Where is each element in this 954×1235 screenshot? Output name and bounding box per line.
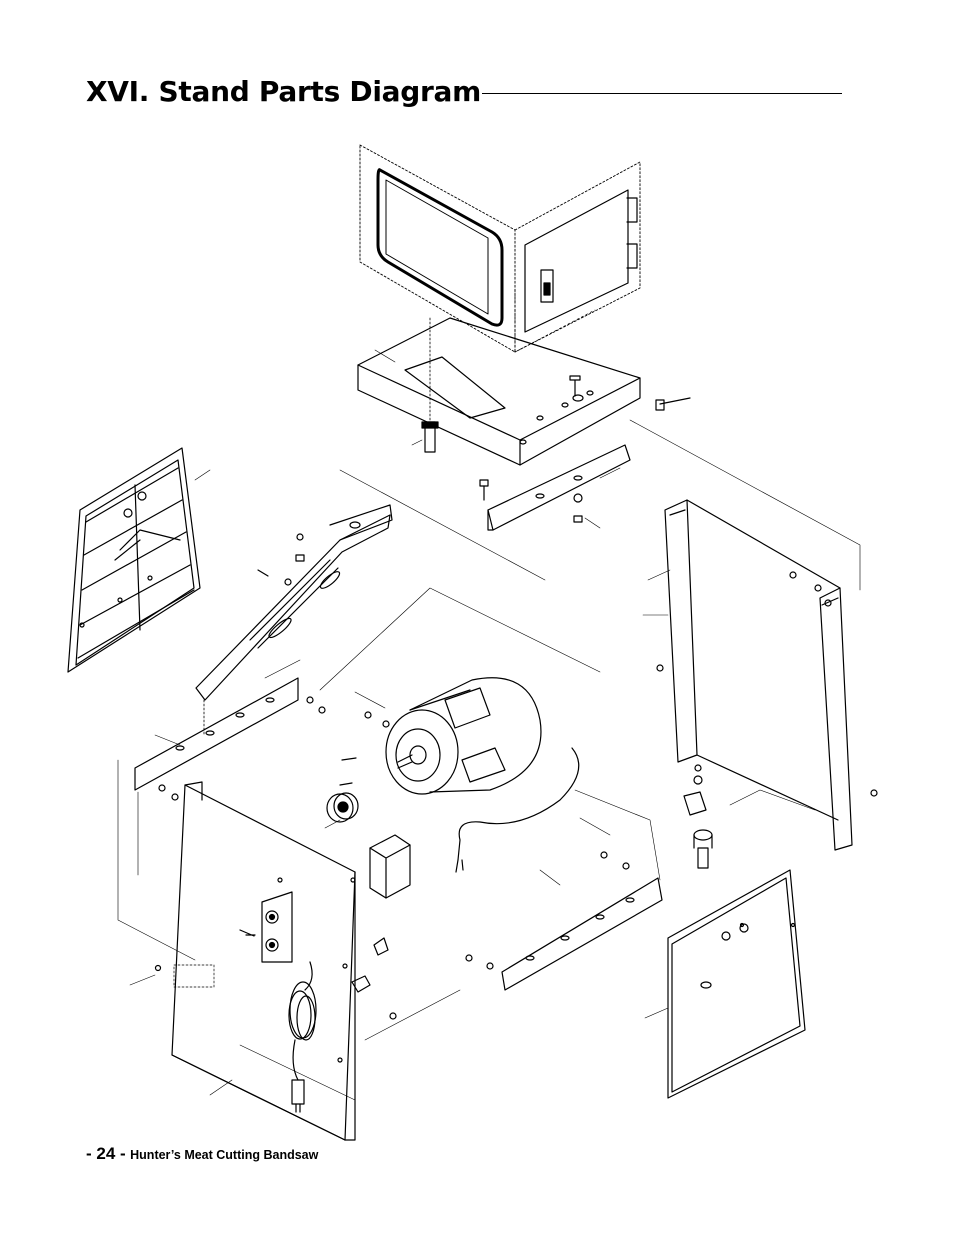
saw-unit-outline xyxy=(359,144,641,353)
document-title: Hunter’s Meat Cutting Bandsaw xyxy=(130,1148,319,1162)
upper-front-rail xyxy=(134,677,326,801)
title-rule xyxy=(482,93,842,94)
junction-box xyxy=(351,834,411,1020)
back-panel xyxy=(667,869,806,1099)
right-side-frame xyxy=(656,499,878,851)
page-number: - 24 - xyxy=(86,1144,126,1163)
page-title: XVI. Stand Parts Diagram xyxy=(86,75,481,108)
front-panel xyxy=(154,781,356,1141)
motor-cord xyxy=(455,747,580,873)
page-footer: - 24 - Hunter’s Meat Cutting Bandsaw xyxy=(86,1144,318,1164)
motor-mount-bracket xyxy=(195,504,393,701)
leader-lines xyxy=(117,349,861,1101)
leveling-foot-assembly xyxy=(683,764,713,869)
left-side-panel xyxy=(67,447,201,673)
power-cord xyxy=(288,961,317,1113)
shelf-support-rail xyxy=(479,444,631,531)
switch-box xyxy=(239,877,293,963)
lower-front-rail xyxy=(465,851,663,991)
top-shelf xyxy=(357,317,691,466)
motor xyxy=(364,677,542,795)
motor-pulley xyxy=(326,757,359,823)
